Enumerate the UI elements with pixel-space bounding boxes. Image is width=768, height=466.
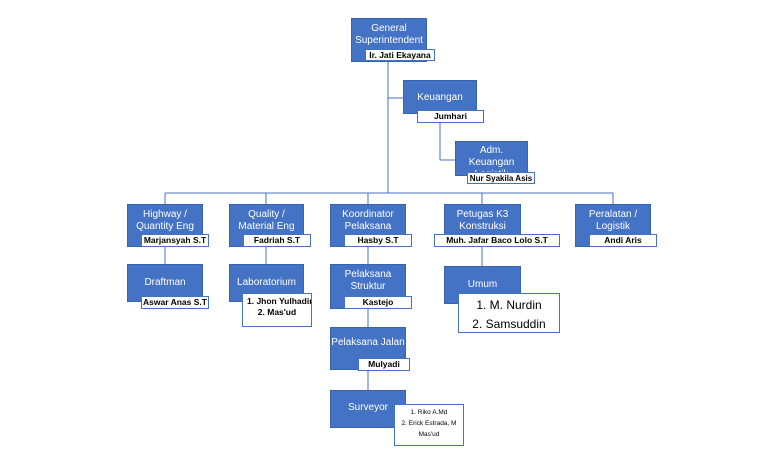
adm-keuangan-logistik-name: Nur Syakila Asis xyxy=(467,172,535,184)
surveyor-box: Surveyor xyxy=(330,390,406,428)
surveyor-names: 1. Riko A.Md 2. Erick Estrada, M Mas'ud xyxy=(394,404,464,446)
umum-names: 1. M. Nurdin 2. Samsuddin xyxy=(458,293,560,333)
pelaksana-struktur-title: Pelaksana Struktur xyxy=(344,269,392,292)
adm-keuangan-logistik-box: Adm. Keuangan Logistik xyxy=(455,141,528,180)
koordinator-pelaksana-name: Hasby S.T xyxy=(344,234,412,247)
keuangan-title: Keuangan xyxy=(417,92,463,103)
umum-title: Umum xyxy=(467,279,498,290)
koordinator-pelaksana-title: Koordinator Pelaksana xyxy=(342,209,394,232)
umum-name-2: 2. Samsuddin xyxy=(472,317,546,331)
draftman-title: Draftman xyxy=(144,277,186,288)
surveyor-title: Surveyor xyxy=(347,402,388,413)
draftman-name: Aswar Anas S.T xyxy=(141,296,209,309)
pelaksana-jalan-name: Mulyadi xyxy=(358,358,410,371)
pelaksana-jalan-title: Pelaksana Jalan xyxy=(331,337,405,348)
keuangan-name: Jumhari xyxy=(417,110,484,123)
quality-material-eng-name: Fadriah S.T xyxy=(243,234,311,247)
keuangan-box: Keuangan xyxy=(403,80,477,114)
laboratorium-name-2: 2. Mas'ud xyxy=(257,307,297,317)
laboratorium-name-1: 1. Jhon Yulhadir xyxy=(247,296,312,306)
laboratorium-title: Laboratorium xyxy=(237,277,296,288)
petugas-k3-konstruksi-name: Muh. Jafar Baco Lolo S.T xyxy=(434,234,560,247)
umum-name-1: 1. M. Nurdin xyxy=(476,298,542,312)
laboratorium-names: 1. Jhon Yulhadir 2. Mas'ud xyxy=(242,293,312,327)
pelaksana-struktur-name: Kastejo xyxy=(344,296,412,309)
surveyor-name-2: 2. Erick Estrada, M Mas'ud xyxy=(401,420,457,438)
peralatan-logistik-name: Andi Aris xyxy=(589,234,657,247)
surveyor-name-1: 1. Riko A.Md xyxy=(410,409,448,416)
draftman-box: Draftman xyxy=(127,264,203,302)
general-superintendent-title: General Superintendent xyxy=(355,23,423,46)
quality-material-eng-title: Quality / Material Eng xyxy=(238,209,295,232)
highway-quantity-eng-name: Marjansyah S.T xyxy=(141,234,209,247)
highway-quantity-eng-title: Highway / Quantity Eng xyxy=(136,209,194,232)
peralatan-logistik-title: Peralatan / Logistik xyxy=(588,209,638,232)
general-superintendent-name: Ir. Jati Ekayana xyxy=(365,49,435,61)
petugas-k3-konstruksi-title: Petugas K3 Konstruksi xyxy=(456,209,509,232)
